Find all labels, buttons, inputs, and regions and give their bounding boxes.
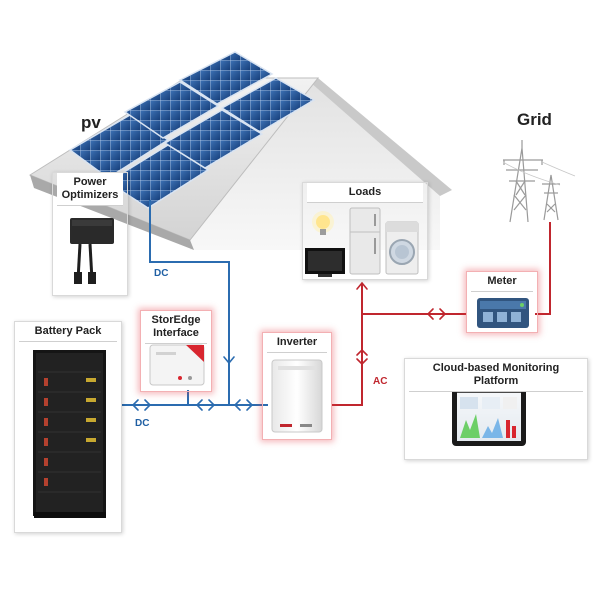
solar-panels (68, 51, 316, 209)
storedge-interface-box: StorEdge Interface (140, 310, 212, 392)
dc-roof-label: DC (154, 268, 169, 279)
storedge-interface-label: StorEdge Interface (145, 311, 207, 344)
meter-device (477, 298, 529, 328)
ac-wires (331, 222, 551, 406)
meter-box: Meter (466, 271, 538, 333)
tower-large (503, 140, 543, 223)
battery-pack-label: Battery Pack (19, 322, 117, 342)
power-optimizers-label: Power Optimizers (57, 173, 123, 206)
inverter-label: Inverter (267, 333, 327, 353)
optimizer-device (70, 218, 114, 284)
power-optimizers-box: Power Optimizers (52, 172, 128, 296)
loads-label: Loads (307, 183, 423, 203)
grid-title: Grid (517, 110, 552, 129)
inverter-device (271, 359, 323, 433)
dc-arrows (131, 356, 254, 411)
grid-towers (502, 140, 576, 223)
monitoring-platform-label: Cloud-based Monitoring Platform (409, 359, 583, 392)
loads-appliances (305, 207, 419, 277)
inverter-box: Inverter (262, 332, 332, 440)
tower-small (542, 174, 560, 221)
pv-title: pv (81, 113, 101, 132)
loads-box: Loads (302, 182, 428, 280)
ac-arrows (356, 281, 447, 366)
meter-label: Meter (471, 272, 533, 292)
dc-battery-label: DC (135, 418, 150, 429)
battery-pack-box: Battery Pack (14, 321, 122, 533)
dc-wires (121, 200, 268, 406)
battery-cabinet (33, 350, 106, 518)
monitoring-platform-box: Cloud-based Monitoring Platform (404, 358, 588, 460)
monitoring-tablet (452, 382, 526, 446)
ac-label: AC (373, 376, 388, 387)
storedge-device (149, 344, 205, 386)
